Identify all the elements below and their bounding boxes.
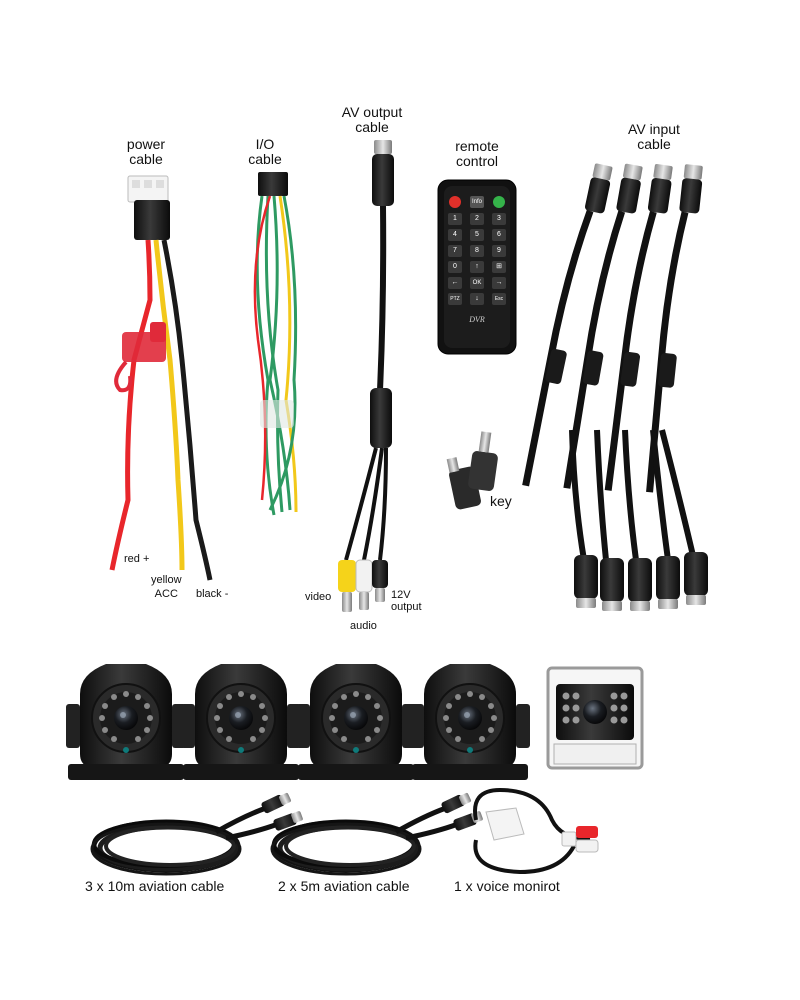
label-12v-output: 12V output (391, 589, 422, 613)
label-audio: audio (350, 620, 377, 632)
arrow-down-icon: ↓ (470, 293, 484, 305)
label-io-cable: I/O cable (238, 137, 292, 167)
av-output-cable (338, 140, 394, 612)
label-av-input-line2: cable (637, 136, 671, 152)
green-button (493, 196, 506, 208)
label-12v-line1: 12V (391, 589, 411, 601)
ok-button: OK (470, 277, 484, 289)
label-av-input-line1: AV input (628, 121, 680, 137)
caption-voice-monitor: 1 x voice monirot (454, 878, 560, 894)
av-input-cables (523, 162, 708, 611)
remote-keypad: Info 1 2 3 4 5 6 7 8 9 0 ↑ ⊞ ← OK → P (444, 196, 510, 324)
label-av-output-line2: cable (355, 119, 389, 135)
caption-cable-10m: 3 x 10m aviation cable (85, 878, 225, 894)
label-io-cable-line2: cable (248, 151, 282, 167)
keypad-row-3: 4 5 6 (444, 229, 510, 241)
grid-icon: ⊞ (492, 261, 506, 273)
label-video: video (305, 591, 332, 603)
io-cable (253, 172, 298, 516)
aviation-cable-5m (272, 792, 483, 874)
label-remote-line1: remote (455, 138, 499, 154)
power-cable (109, 175, 213, 581)
label-av-output-cable: AV output cable (332, 105, 412, 135)
label-power-cable-line1: power (126, 136, 166, 152)
label-io-cable-line1: I/O (255, 136, 275, 152)
label-power-cable-line2: cable (129, 151, 163, 167)
label-yellow-line1: yellow (151, 574, 182, 586)
label-black: black - (196, 588, 229, 600)
dome-camera-4 (409, 663, 531, 781)
info-button: Info (469, 196, 484, 208)
power-button-red (448, 196, 461, 208)
arrow-up-icon: ↑ (470, 261, 484, 273)
keys (446, 431, 498, 510)
label-12v-line2: output (391, 601, 422, 613)
key-3: 3 (492, 213, 506, 225)
keypad-row-4: 7 8 9 (444, 245, 510, 257)
keypad-row-6: ← OK → (444, 277, 510, 289)
key-1: 1 (448, 213, 462, 225)
label-red: red + (124, 553, 150, 565)
label-yellow: yellow ACC (151, 574, 182, 600)
label-remote-control: remote control (444, 139, 510, 169)
keypad-row-2: 1 2 3 (444, 213, 510, 225)
dome-camera-3 (295, 663, 417, 781)
label-key: key (490, 493, 512, 509)
keypad-row-7: PTZ ↓ Esc (444, 293, 510, 305)
esc-button: Esc (492, 293, 506, 305)
voice-monitor (473, 787, 599, 875)
aviation-cable-10m (92, 792, 303, 874)
dome-camera-1 (65, 663, 187, 781)
dome-camera-2 (180, 663, 302, 781)
arrow-right-icon: → (492, 277, 506, 289)
remote-brand: DVR (469, 315, 485, 324)
key-7: 7 (448, 245, 462, 257)
arrow-left-icon: ← (448, 277, 462, 289)
ptz-button: PTZ (448, 293, 462, 305)
label-av-input-cable: AV input cable (618, 122, 690, 152)
key-0: 0 (448, 261, 462, 273)
key-9: 9 (492, 245, 506, 257)
label-power-cable: power cable (118, 137, 174, 167)
caption-cable-5m: 2 x 5m aviation cable (278, 878, 410, 894)
key-2: 2 (470, 213, 484, 225)
label-yellow-line2: ACC (154, 588, 178, 600)
rear-view-camera (546, 666, 644, 770)
key-4: 4 (448, 229, 462, 241)
keypad-row-5: 0 ↑ ⊞ (444, 261, 510, 273)
key-5: 5 (470, 229, 484, 241)
key-8: 8 (470, 245, 484, 257)
label-remote-line2: control (455, 153, 499, 169)
key-6: 6 (492, 229, 506, 241)
label-av-output-line1: AV output (341, 104, 403, 120)
